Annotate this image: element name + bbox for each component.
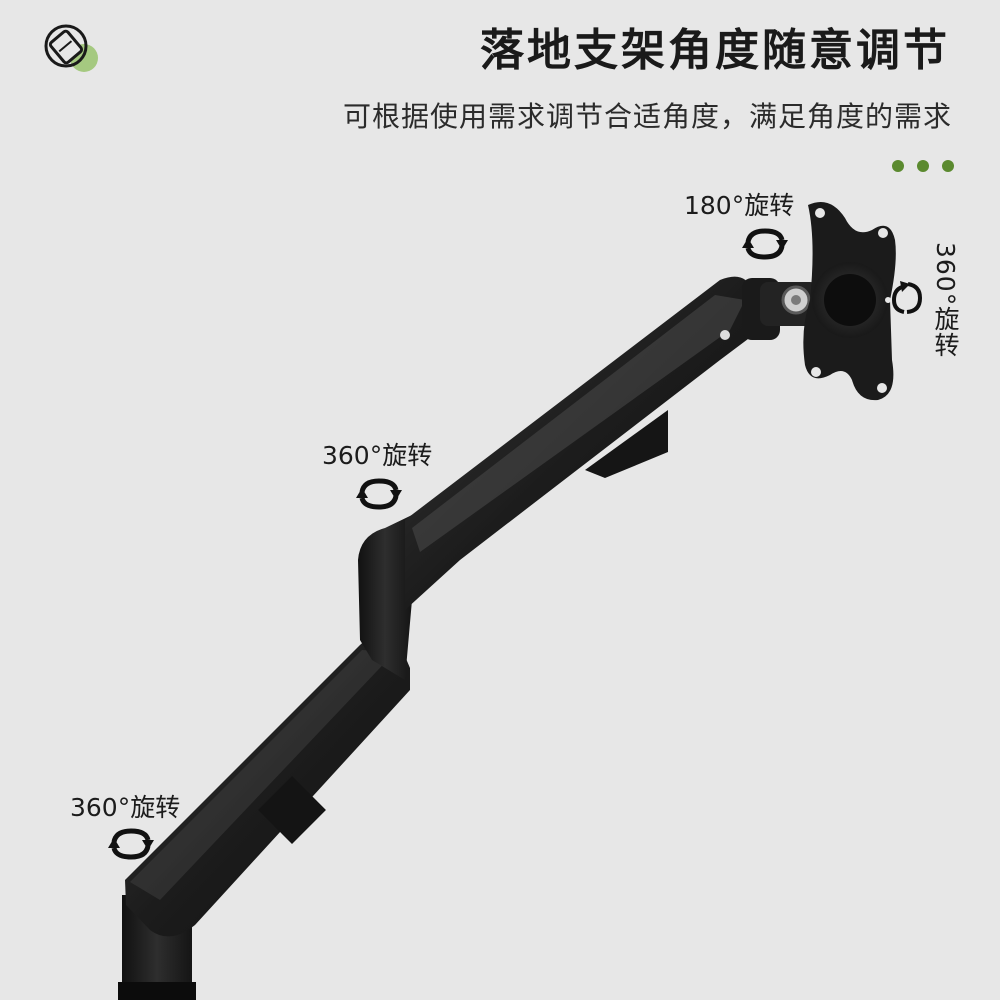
elbow-joint — [358, 515, 412, 680]
rotate-arrows-icon — [742, 228, 788, 260]
accent-dots — [892, 160, 954, 172]
top-rotation-label: 180°旋转 — [684, 191, 795, 220]
rotate-arrows-icon — [108, 828, 154, 860]
pole-ring — [118, 982, 196, 1000]
accent-dot — [892, 160, 904, 172]
rotate-arrows-icon — [356, 478, 402, 510]
accent-dot — [917, 160, 929, 172]
middle-rotation-label: 360°旋转 — [322, 441, 433, 470]
accent-dot — [942, 160, 954, 172]
rotate-screen-icon — [44, 24, 98, 72]
bottom-rotation-label: 360°旋转 — [70, 793, 181, 822]
upper-arm-clip — [585, 410, 668, 478]
page-subtitle: 可根据使用需求调节合适角度，满足角度的需求 — [342, 100, 952, 133]
rotate-arrows-icon — [891, 281, 923, 314]
lower-arm — [125, 635, 410, 937]
page-title: 落地支架角度随意调节 — [480, 25, 950, 76]
lower-arm-clip — [258, 776, 326, 844]
right-rotation-label: 360°旋转 — [931, 242, 960, 359]
